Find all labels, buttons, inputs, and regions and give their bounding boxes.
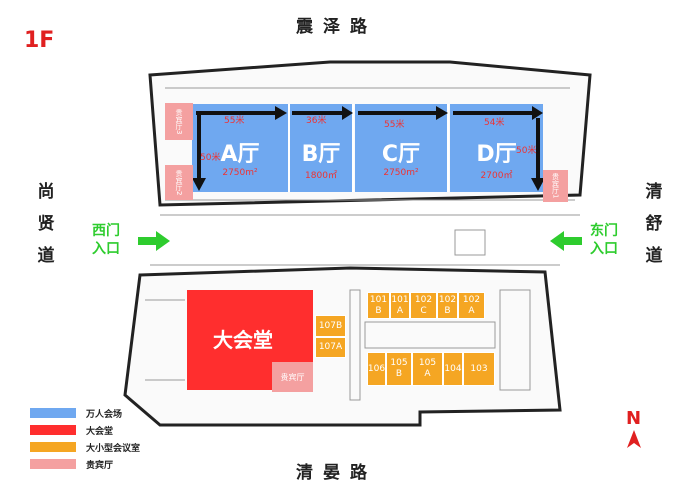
road-east-char: 道 bbox=[645, 246, 663, 266]
hall-area: 2700㎡ bbox=[480, 171, 513, 181]
west-entrance-line: 入口 bbox=[92, 241, 120, 257]
hall-d[interactable]: D厅 2700㎡ bbox=[450, 104, 543, 192]
legend-label: 贵宾厅 bbox=[86, 461, 114, 471]
room-number: 106 bbox=[367, 363, 386, 374]
hall-area: 2750m² bbox=[383, 168, 419, 178]
room-number: 101 bbox=[369, 294, 388, 305]
room-number: 102 bbox=[414, 294, 433, 305]
road-south: 清晏路 bbox=[296, 463, 377, 483]
hall-name: A厅 bbox=[220, 142, 260, 167]
road-north: 震泽路 bbox=[296, 17, 377, 37]
room-number: 105 bbox=[390, 358, 408, 368]
great-hall[interactable]: 大会堂 贵宾厅 bbox=[187, 290, 313, 392]
room-103[interactable]: 103 bbox=[463, 352, 495, 386]
great-hall-vip-room[interactable]: 贵宾厅 bbox=[272, 362, 313, 392]
hall-area: 1800㎡ bbox=[305, 171, 337, 181]
road-east: 清舒道 bbox=[644, 176, 664, 272]
room-number: 101 bbox=[391, 294, 409, 305]
hall-area: 2750m² bbox=[222, 168, 258, 178]
road-east-char: 清 bbox=[645, 182, 663, 202]
room-number: 104 bbox=[444, 363, 462, 374]
room-suffix: A bbox=[468, 305, 475, 316]
legend-label: 万人会场 bbox=[86, 410, 123, 420]
great-hall-label: 大会堂 bbox=[213, 328, 273, 352]
room-106[interactable]: 106 bbox=[367, 352, 386, 386]
hall-name: D厅 bbox=[476, 142, 517, 167]
dim-left-depth: 50米 bbox=[200, 153, 221, 163]
vip-room-3[interactable]: 贵宾厅3 bbox=[165, 103, 193, 140]
vip-room-2[interactable]: 贵宾厅2 bbox=[165, 165, 193, 200]
room-107a[interactable]: 107A bbox=[315, 337, 346, 358]
room-number: 103 bbox=[470, 363, 488, 374]
arrow-right-icon bbox=[138, 231, 170, 251]
room-number: 105 bbox=[418, 358, 437, 368]
room-suffix: C bbox=[420, 305, 427, 316]
east-entrance-line: 东门 bbox=[590, 223, 618, 239]
dim-d: 54米 bbox=[484, 118, 505, 128]
road-west-char: 尚 bbox=[37, 182, 55, 202]
east-entrance-line: 入口 bbox=[590, 241, 618, 257]
room-suffix: B bbox=[444, 305, 451, 316]
north-arrow-icon bbox=[627, 430, 641, 448]
room-number: 102 bbox=[438, 294, 457, 305]
arrow-left-icon bbox=[550, 231, 582, 251]
road-west: 尚贤道 bbox=[36, 176, 56, 272]
west-entrance: 西门入口 bbox=[92, 222, 120, 258]
east-entrance: 东门入口 bbox=[590, 222, 618, 258]
compass-north: N bbox=[626, 408, 642, 429]
dim-c: 55米 bbox=[384, 120, 405, 130]
legend-swatch-great-hall bbox=[30, 425, 76, 435]
floor-label: 1F bbox=[24, 28, 55, 53]
room-suffix: A bbox=[424, 369, 431, 379]
dim-a: 55米 bbox=[224, 116, 245, 126]
room-107b[interactable]: 107B bbox=[315, 315, 346, 337]
legend-swatch-hall bbox=[30, 408, 76, 418]
legend-swatch-vip bbox=[30, 459, 76, 469]
hall-name: C厅 bbox=[381, 142, 421, 167]
room-104[interactable]: 104 bbox=[443, 352, 463, 386]
dim-b: 36米 bbox=[306, 116, 327, 126]
room-suffix: B bbox=[395, 369, 403, 379]
room-suffix: A bbox=[396, 305, 404, 316]
room-suffix: B bbox=[375, 305, 382, 316]
legend-label: 大小型会议室 bbox=[86, 444, 141, 454]
road-east-char: 舒 bbox=[645, 214, 663, 234]
legend-label: 大会堂 bbox=[86, 427, 114, 437]
vip-room-1[interactable]: 贵宾厅1 bbox=[543, 170, 568, 202]
road-west-char: 道 bbox=[37, 246, 55, 266]
hall-name: B厅 bbox=[301, 142, 341, 167]
legend-swatch-meeting-room bbox=[30, 442, 76, 452]
west-entrance-line: 西门 bbox=[92, 223, 120, 239]
room-number: 102 bbox=[462, 294, 481, 305]
dim-right-depth: 50米 bbox=[516, 146, 537, 156]
road-west-char: 贤 bbox=[37, 214, 55, 234]
